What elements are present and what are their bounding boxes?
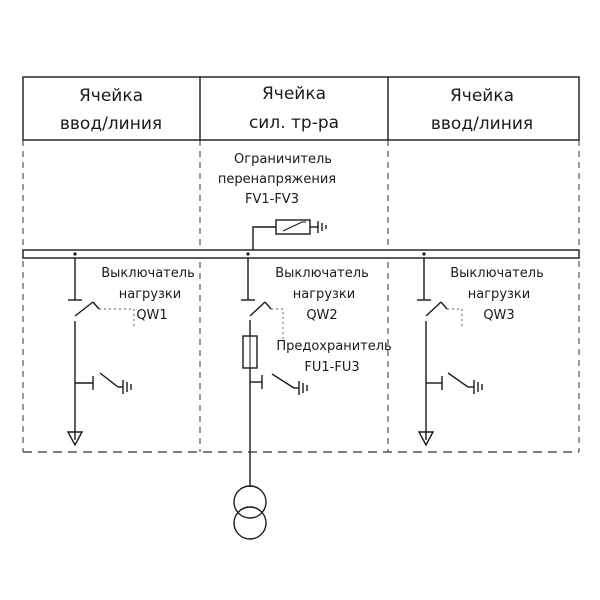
earthing-switch-blade [99, 372, 119, 388]
switch-1-label-3: QW1 [136, 308, 167, 323]
busbar-node [422, 252, 426, 256]
ground-icon [122, 380, 132, 394]
load-switch-blade [74, 301, 94, 317]
switch-1-label-1: Выключатель [101, 266, 194, 281]
ground-icon [317, 221, 327, 233]
busbar-node [73, 252, 77, 256]
cell-2-subtitle: сил. тр-ра [249, 113, 339, 133]
switch-2-label-1: Выключатель [275, 266, 368, 281]
busbar-node [246, 252, 250, 256]
fuse-label-2: FU1-FU3 [304, 360, 359, 375]
arrester-lead [252, 226, 276, 250]
feeder-1: Выключатель нагрузки QW1 [66, 258, 195, 447]
surge-arrester: Ограничитель перенапряжения FV1-FV3 [218, 152, 336, 250]
cell-3-subtitle: ввод/линия [431, 114, 533, 134]
switch-2-label-2: нагрузки [293, 287, 355, 302]
switch-3-label-1: Выключатель [450, 266, 543, 281]
switch-2-label-3: QW2 [306, 308, 337, 323]
header-frame [22, 76, 580, 141]
cell-1-title: Ячейка [79, 86, 143, 106]
cable-termination-icon [66, 431, 84, 447]
feeder-3: Выключатель нагрузки QW3 [417, 258, 544, 447]
ground-icon [473, 380, 483, 394]
surge-arrester-label-1: Ограничитель [234, 152, 332, 167]
feeder-2: Выключатель нагрузки QW2 Предохранитель … [233, 258, 392, 540]
switch-3-label-3: QW3 [483, 308, 514, 323]
fuse-label-1: Предохранитель [276, 339, 391, 354]
cell-2-title: Ячейка [262, 84, 326, 104]
earthing-switch-blade [447, 372, 469, 388]
cell-boundaries [22, 140, 580, 453]
load-switch-blade [425, 301, 442, 317]
load-switch-blade [249, 301, 266, 317]
earthing-switch-blade [271, 373, 295, 389]
transformer-icon [233, 485, 267, 540]
switch-3-label-2: нагрузки [468, 287, 530, 302]
switch-1-label-2: нагрузки [119, 287, 181, 302]
header-table: Ячейка ввод/линия Ячейка сил. тр-ра Ячей… [22, 76, 580, 141]
busbar-bar [22, 249, 580, 259]
varistor-slash [282, 221, 303, 232]
surge-arrester-label-2: перенапряжения [218, 172, 336, 187]
cable-termination-icon [417, 431, 435, 447]
surge-arrester-label-3: FV1-FV3 [245, 192, 299, 207]
cell-1-subtitle: ввод/линия [60, 114, 162, 134]
busbar [22, 249, 580, 259]
cell-3-title: Ячейка [450, 86, 514, 106]
ground-icon [298, 381, 308, 395]
